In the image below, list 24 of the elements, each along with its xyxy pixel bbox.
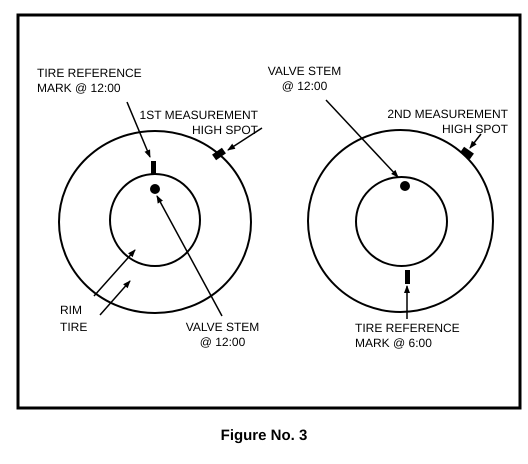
leader-line — [469, 134, 482, 149]
callout-label: 2ND MEASUREMENT HIGH SPOT — [368, 107, 508, 137]
callout-label: TIRE — [60, 320, 100, 335]
leader-line — [156, 195, 223, 316]
leader-line — [99, 280, 131, 316]
reference-mark — [405, 270, 410, 284]
high-spot-mark — [212, 148, 226, 160]
valve-stem-dot — [150, 184, 160, 194]
callout-label: TIRE REFERENCE MARK @ 12:00 — [37, 66, 167, 96]
rim-circle — [355, 176, 448, 267]
rim-circle — [109, 173, 201, 267]
leader-line — [126, 102, 151, 158]
callout-label: 1ST MEASUREMENT HIGH SPOT — [136, 108, 258, 138]
valve-stem-dot — [400, 181, 410, 191]
leader-line — [93, 249, 136, 296]
callout-label: RIM — [60, 303, 100, 318]
callout-label: VALVE STEM @ 12:00 — [262, 64, 347, 94]
callout-label: VALVE STEM @ 12:00 — [180, 320, 265, 350]
leader-line — [325, 99, 399, 178]
reference-mark — [151, 161, 156, 175]
leader-line — [227, 127, 262, 151]
callout-label: TIRE REFERENCE MARK @ 6:00 — [355, 321, 475, 351]
figure-caption: Figure No. 3 — [220, 428, 308, 443]
high-spot-mark — [460, 147, 474, 159]
